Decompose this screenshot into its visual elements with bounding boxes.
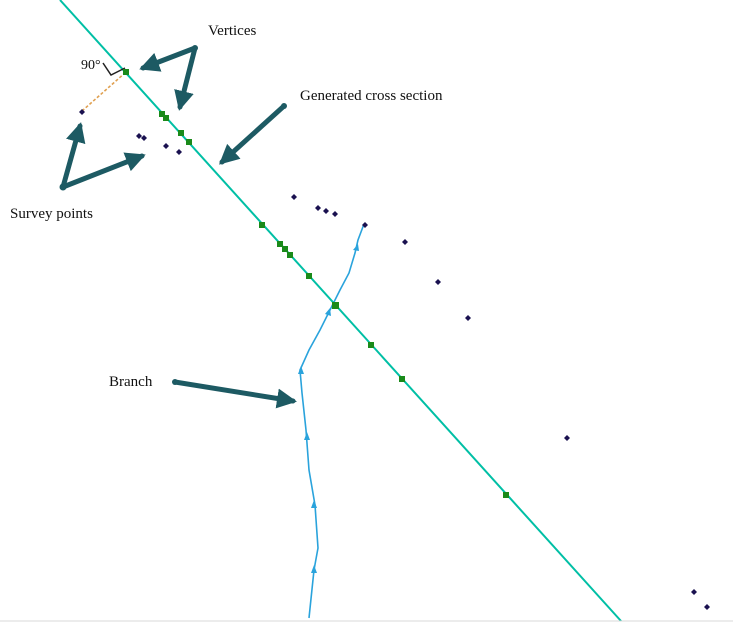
perpendicular-dashed-line bbox=[81, 71, 127, 112]
cross-section-callout-arrow bbox=[219, 103, 287, 165]
survey-point bbox=[79, 109, 85, 115]
vertices bbox=[123, 69, 509, 498]
survey-point bbox=[402, 239, 408, 245]
survey-point bbox=[435, 279, 441, 285]
vertex bbox=[159, 111, 165, 117]
survey-point bbox=[163, 143, 169, 149]
branch-label: Branch bbox=[109, 374, 153, 390]
survey-point bbox=[362, 222, 368, 228]
vertex bbox=[287, 252, 293, 258]
vertex bbox=[332, 302, 339, 309]
branch-line bbox=[299, 223, 365, 619]
flow-arrow-icon bbox=[304, 432, 310, 440]
branch-callout-arrow bbox=[172, 379, 297, 409]
cross-section-label: Generated cross section bbox=[300, 88, 443, 104]
survey-callout-arrow-1 bbox=[60, 122, 86, 190]
survey-point bbox=[323, 208, 329, 214]
flow-arrow-icon bbox=[353, 244, 359, 251]
vertex bbox=[368, 342, 374, 348]
flow-arrow-icon bbox=[311, 500, 317, 508]
vertex bbox=[306, 273, 312, 279]
survey-point bbox=[315, 205, 321, 211]
survey-point bbox=[564, 435, 570, 441]
callout-arrows bbox=[59, 45, 297, 409]
vertex bbox=[178, 130, 184, 136]
survey-points-label: Survey points bbox=[10, 206, 93, 222]
vertex bbox=[503, 492, 509, 498]
survey-point bbox=[691, 589, 697, 595]
survey-points bbox=[79, 109, 710, 610]
survey-point bbox=[332, 211, 338, 217]
survey-point bbox=[136, 133, 142, 139]
vertices-callout-arrow-2 bbox=[174, 45, 198, 111]
vertex bbox=[399, 376, 405, 382]
branch-flow-arrows bbox=[298, 244, 359, 573]
survey-point bbox=[465, 315, 471, 321]
vertex bbox=[123, 69, 129, 75]
vertices-label: Vertices bbox=[208, 23, 257, 39]
survey-point bbox=[141, 135, 147, 141]
vertex bbox=[259, 222, 265, 228]
flow-arrow-icon bbox=[325, 308, 331, 316]
angle-label: 90° bbox=[81, 58, 101, 73]
survey-point bbox=[291, 194, 297, 200]
survey-point bbox=[704, 604, 710, 610]
vertex bbox=[277, 241, 283, 247]
survey-point bbox=[176, 149, 182, 155]
vertices-callout-arrow-1 bbox=[139, 45, 198, 72]
right-angle-symbol bbox=[102, 62, 126, 76]
vertex bbox=[163, 115, 169, 121]
flow-arrow-icon bbox=[311, 565, 317, 573]
vertex bbox=[282, 246, 288, 252]
flow-arrow-icon bbox=[298, 366, 304, 374]
cross-section-line bbox=[59, 0, 622, 622]
vertex bbox=[186, 139, 192, 145]
survey-callout-arrow-2 bbox=[60, 152, 146, 190]
